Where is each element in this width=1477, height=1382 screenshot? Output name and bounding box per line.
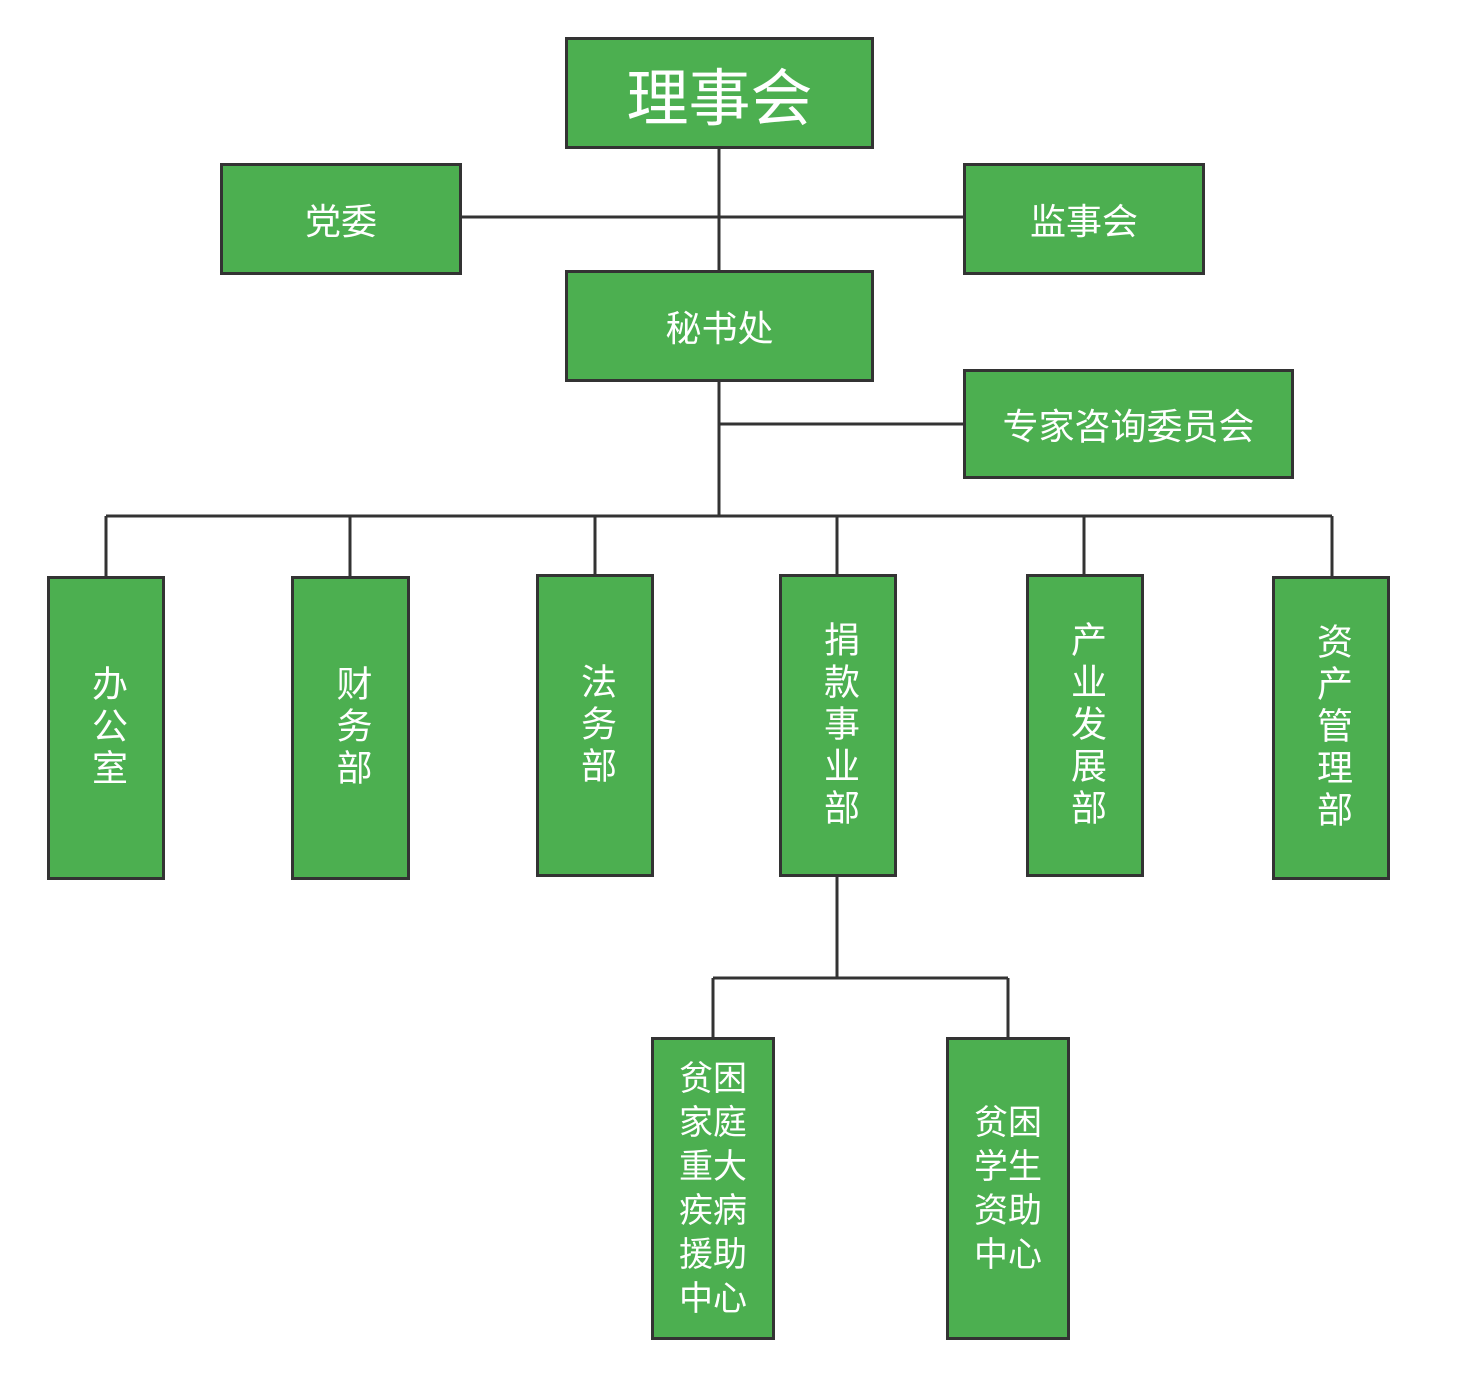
dept-office-label: 办公室 bbox=[86, 665, 127, 791]
center-medical-node: 贫困家庭重大疾病援助中心 bbox=[651, 1037, 775, 1340]
expert-committee-label: 专家咨询委员会 bbox=[1002, 407, 1255, 448]
board-label: 理事会 bbox=[626, 62, 813, 135]
dept-legal-label: 法务部 bbox=[575, 662, 616, 789]
dept-donation-label: 捐款事业部 bbox=[818, 620, 859, 831]
center-medical-label: 贫困家庭重大疾病援助中心 bbox=[679, 1058, 747, 1319]
dept-industry-label: 产业发展部 bbox=[1065, 620, 1106, 831]
expert-committee-node: 专家咨询委员会 bbox=[963, 369, 1294, 479]
dept-finance-label: 财务部 bbox=[330, 665, 372, 791]
center-student-node: 贫困学生资助中心 bbox=[946, 1037, 1070, 1340]
supervisory-board-node: 监事会 bbox=[963, 163, 1205, 275]
dept-industry-node: 产业发展部 bbox=[1026, 574, 1144, 877]
dept-finance-node: 财务部 bbox=[291, 576, 410, 880]
secretariat-node: 秘书处 bbox=[565, 270, 874, 382]
party-committee-label: 党委 bbox=[304, 202, 377, 243]
dept-office-node: 办公室 bbox=[47, 576, 165, 880]
dept-asset-label: 资产管理部 bbox=[1311, 623, 1352, 833]
party-committee-node: 党委 bbox=[220, 163, 462, 275]
supervisory-board-label: 监事会 bbox=[1029, 202, 1138, 243]
center-student-label: 贫困学生资助中心 bbox=[974, 1102, 1042, 1275]
dept-legal-node: 法务部 bbox=[536, 574, 654, 877]
dept-asset-node: 资产管理部 bbox=[1272, 576, 1390, 880]
dept-donation-node: 捐款事业部 bbox=[779, 574, 897, 877]
board-node: 理事会 bbox=[565, 37, 874, 149]
secretariat-label: 秘书处 bbox=[665, 309, 774, 350]
